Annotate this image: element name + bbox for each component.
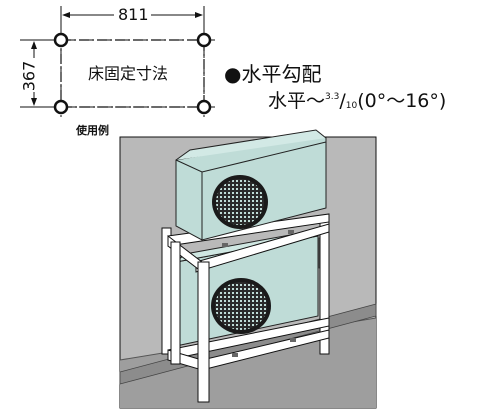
slope-prefix: 水平～	[268, 90, 326, 112]
slope-fraction-denominator: 10	[345, 101, 358, 111]
floor-fixing-diagram	[20, 6, 215, 117]
width-dimension-label: 811	[116, 5, 151, 24]
upper-ac-unit	[175, 129, 327, 241]
slope-heading: ●水平勾配	[224, 64, 321, 84]
bolt-hole-bottom-left	[53, 99, 69, 115]
stand-frame	[161, 213, 330, 403]
usage-example-scene	[119, 129, 377, 409]
slope-fraction-numerator: 3.3	[325, 92, 340, 102]
slope-range: 水平～3.3/10(0°～16°)	[268, 90, 447, 112]
bullet-icon: ●	[224, 62, 242, 86]
height-dimension-label: 367	[19, 60, 39, 92]
slope-angle-range: (0°～16°)	[357, 90, 447, 112]
bolt-hole-top-left	[53, 32, 69, 48]
bolt-hole-bottom-right	[196, 99, 212, 115]
usage-example-label: 使用例	[76, 124, 109, 137]
slope-title-text: 水平勾配	[241, 62, 322, 86]
floor-fixing-label: 床固定寸法	[88, 64, 169, 83]
bolt-hole-top-right	[196, 32, 212, 48]
